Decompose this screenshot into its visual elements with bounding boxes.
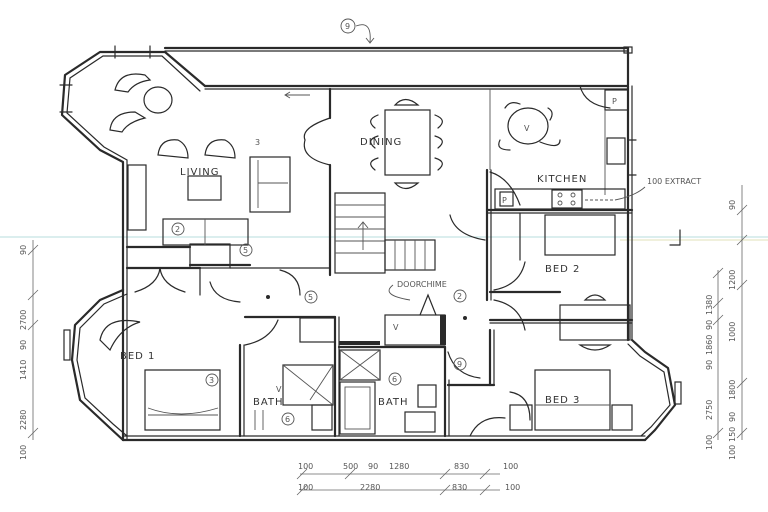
svg-text:90: 90 [705,360,714,370]
svg-text:90: 90 [19,245,28,255]
furniture: 3 V P P [99,73,633,435]
pantry-label-lower: P [502,196,507,205]
annotations: 100 EXTRACT DOORCHIME 9 2 5 5 3 6 6 2 9 [171,18,701,426]
svg-text:1410: 1410 [19,360,28,380]
extract-note: 100 EXTRACT [647,177,701,186]
room-label-bed1: BED 1 [120,351,155,362]
svg-text:2280: 2280 [19,410,28,430]
svg-text:2750: 2750 [705,400,714,420]
staircase [334,192,436,274]
door-chime-note: DOORCHIME [397,280,447,289]
room-labels: LIVING DINING KITCHEN BED 2 BED 1 BATH B… [120,137,587,408]
svg-text:1800: 1800 [728,380,737,400]
svg-text:100: 100 [503,462,518,471]
svg-text:6: 6 [285,415,290,424]
svg-text:1860: 1860 [705,335,714,355]
svg-text:1000: 1000 [728,322,737,342]
pantry-label: P [612,97,617,106]
svg-text:2700: 2700 [19,310,28,330]
callout-circle [340,18,356,34]
bath2-vent-marker: V [393,323,399,332]
svg-text:830: 830 [454,462,469,471]
furniture-marker: 3 [255,138,260,147]
svg-text:90: 90 [728,200,737,210]
svg-text:2: 2 [175,225,180,234]
svg-text:100: 100 [728,445,737,460]
room-label-living: LIVING [180,167,220,178]
svg-text:6: 6 [392,375,397,384]
svg-text:830: 830 [452,483,467,492]
svg-text:90: 90 [19,340,28,350]
svg-text:100: 100 [298,462,313,471]
svg-text:1280: 1280 [389,462,409,471]
kitchen-vent-marker: V [524,124,530,133]
svg-text:90: 90 [728,412,737,422]
svg-text:100: 100 [298,483,313,492]
exterior-walls [59,45,682,442]
svg-text:90: 90 [705,320,714,330]
room-label-kitchen: KITCHEN [537,174,587,185]
svg-text:3: 3 [209,376,214,385]
room-label-bath1: BATH [253,397,284,408]
svg-text:1200: 1200 [728,270,737,290]
svg-text:150: 150 [728,427,737,442]
interior-walls [125,87,634,438]
doors [134,85,611,437]
svg-text:9: 9 [457,360,462,369]
svg-text:500: 500 [343,462,358,471]
svg-text:5: 5 [308,293,313,302]
svg-text:100: 100 [505,483,520,492]
room-label-bed3: BED 3 [545,395,580,406]
bath1-vent-marker: V [276,385,282,394]
svg-text:90: 90 [368,462,378,471]
svg-text:100: 100 [19,445,28,460]
room-label-bed2: BED 2 [545,264,580,275]
dimension-lines: 100 500 90 1280 830 100 100 2280 830 100… [19,185,748,496]
room-label-dining: DINING [360,137,402,148]
svg-text:5: 5 [243,246,248,255]
svg-text:1380: 1380 [705,295,714,315]
svg-text:2280: 2280 [360,483,380,492]
svg-text:2: 2 [457,292,462,301]
svg-text:100: 100 [705,435,714,450]
svg-text:9: 9 [345,22,350,31]
room-label-bath2: BATH [378,397,409,408]
